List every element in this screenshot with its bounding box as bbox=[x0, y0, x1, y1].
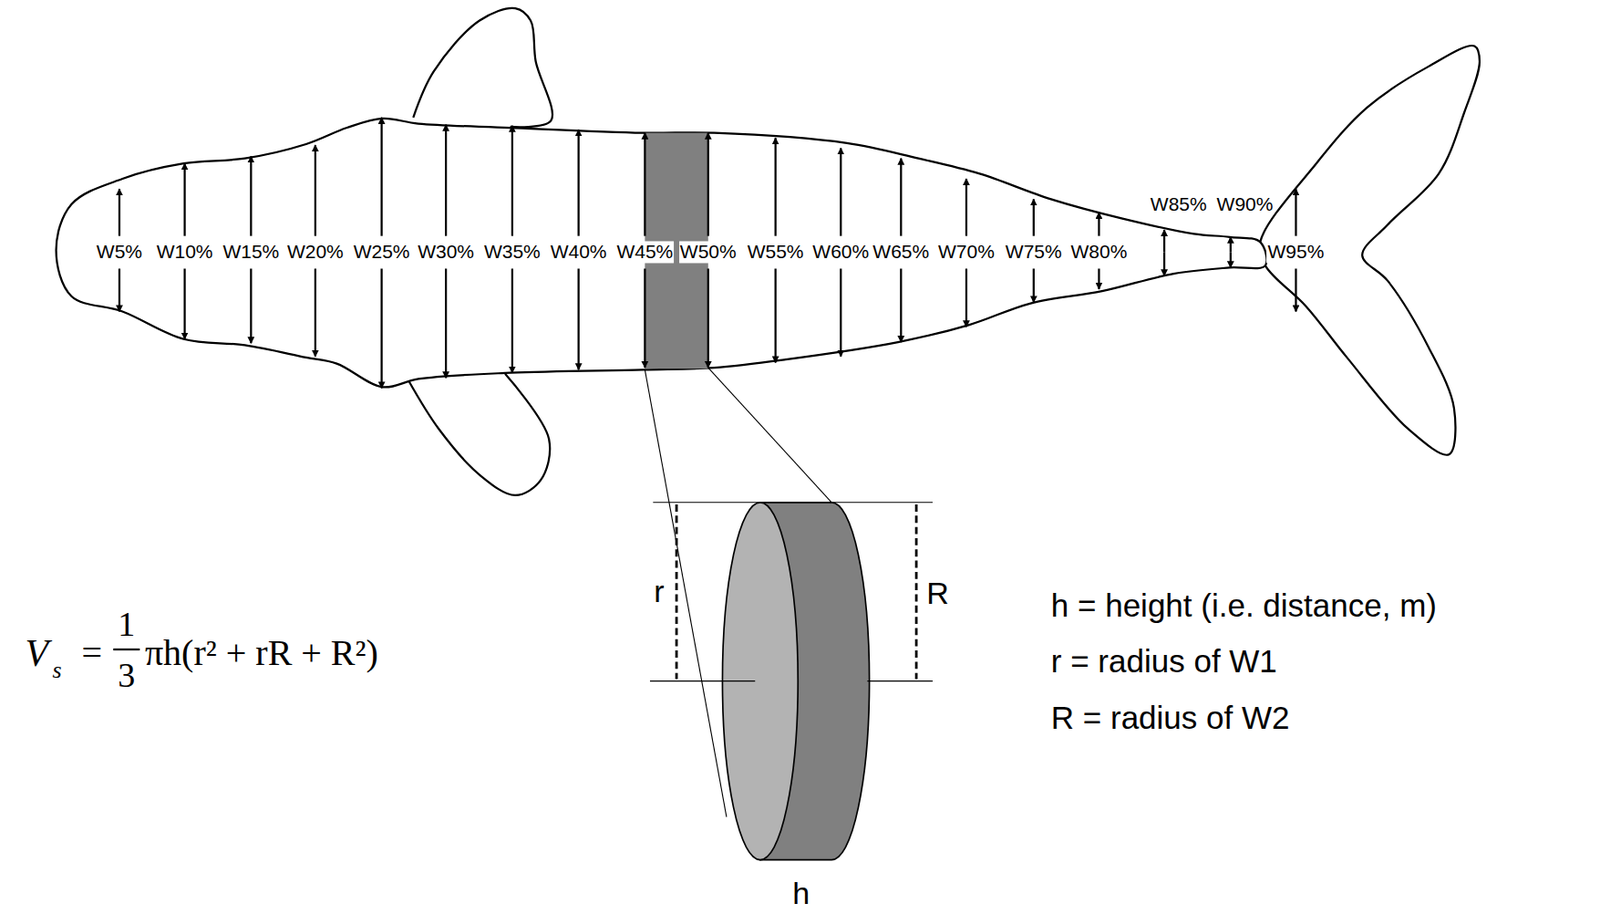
projection-line bbox=[644, 369, 727, 816]
width-arrow bbox=[1294, 268, 1297, 311]
frustum-slice bbox=[113, 367, 933, 859]
projection-line bbox=[708, 367, 832, 503]
width-label: W85% bbox=[1150, 193, 1208, 215]
width-arrow bbox=[839, 268, 842, 356]
width-label: W65% bbox=[871, 241, 930, 263]
width-arrow bbox=[249, 155, 252, 236]
dimension-line bbox=[650, 680, 755, 682]
width-label: W80% bbox=[1070, 241, 1129, 263]
width-label: W5% bbox=[95, 241, 144, 263]
width-label: W15% bbox=[221, 241, 280, 263]
width-arrow bbox=[314, 268, 317, 356]
width-label: W50% bbox=[679, 241, 738, 263]
width-arrow bbox=[1163, 252, 1166, 277]
formula-body: πh(r² + rR + R²) bbox=[144, 632, 379, 673]
width-arrow bbox=[707, 268, 710, 368]
width-arrow bbox=[1032, 198, 1035, 236]
radius-dash bbox=[915, 504, 919, 679]
width-arrow bbox=[965, 268, 968, 327]
formula-numerator: 1 bbox=[117, 605, 135, 644]
definition-text: r = radius of W1 bbox=[1051, 643, 1278, 680]
width-arrow bbox=[578, 129, 580, 236]
pectoral-fin bbox=[412, 8, 553, 127]
width-arrow bbox=[380, 268, 382, 388]
dimension-line bbox=[652, 501, 933, 503]
width-arrow bbox=[183, 268, 186, 339]
width-label: W55% bbox=[746, 241, 806, 263]
width-arrow bbox=[314, 144, 317, 237]
tail-fluke bbox=[1259, 45, 1480, 455]
width-arrow bbox=[774, 137, 777, 236]
width-arrow bbox=[839, 147, 842, 236]
width-arrow bbox=[1163, 229, 1166, 253]
formula-symbol: V bbox=[24, 631, 49, 674]
width-label: W40% bbox=[549, 241, 609, 263]
definition-text: h = height (i.e. distance, m) bbox=[1051, 587, 1437, 623]
width-arrow bbox=[511, 268, 514, 372]
width-arrow bbox=[774, 268, 777, 362]
formula-denominator: 3 bbox=[117, 656, 135, 695]
width-arrow bbox=[707, 133, 710, 237]
width-arrow bbox=[444, 124, 447, 237]
width-arrow bbox=[1294, 188, 1297, 236]
width-arrow bbox=[965, 178, 968, 237]
width-arrow bbox=[899, 158, 902, 237]
formula-subscript: s bbox=[52, 657, 62, 684]
width-label: W60% bbox=[811, 241, 870, 263]
width-arrow bbox=[643, 268, 646, 368]
width-arrow bbox=[249, 268, 252, 343]
definition-text: R = radius of W2 bbox=[1051, 700, 1291, 736]
width-arrow bbox=[1097, 268, 1100, 289]
width-label: W10% bbox=[155, 241, 215, 263]
width-label: W20% bbox=[286, 241, 345, 263]
radius-dash bbox=[675, 504, 679, 679]
pectoral-fin bbox=[408, 373, 550, 496]
width-arrow bbox=[118, 268, 121, 311]
width-arrow bbox=[1229, 252, 1232, 269]
width-arrow bbox=[183, 163, 186, 236]
width-label: W90% bbox=[1217, 193, 1274, 215]
formula-operator: = bbox=[81, 632, 103, 673]
width-arrow bbox=[899, 268, 902, 342]
width-label: W30% bbox=[416, 241, 475, 263]
radius-label: R bbox=[926, 577, 950, 611]
width-label: W35% bbox=[483, 241, 542, 263]
width-label: W25% bbox=[352, 241, 412, 263]
width-arrow bbox=[118, 188, 121, 236]
width-arrow bbox=[1229, 237, 1232, 253]
width-label: W70% bbox=[937, 241, 996, 263]
height-label: h bbox=[792, 877, 810, 911]
fraction-bar bbox=[113, 648, 140, 651]
width-arrow bbox=[380, 117, 382, 237]
width-arrow bbox=[1097, 212, 1100, 237]
width-arrow bbox=[444, 268, 447, 378]
width-arrow bbox=[643, 133, 646, 237]
width-label: W95% bbox=[1267, 241, 1326, 263]
width-label: W75% bbox=[1004, 241, 1064, 263]
dimension-line bbox=[867, 680, 933, 682]
width-arrow bbox=[578, 268, 580, 370]
width-label: W45% bbox=[615, 241, 674, 263]
radius-label: r bbox=[653, 574, 664, 609]
width-arrow bbox=[511, 125, 514, 237]
width-arrow bbox=[1032, 268, 1035, 302]
whale-body bbox=[56, 118, 1268, 388]
